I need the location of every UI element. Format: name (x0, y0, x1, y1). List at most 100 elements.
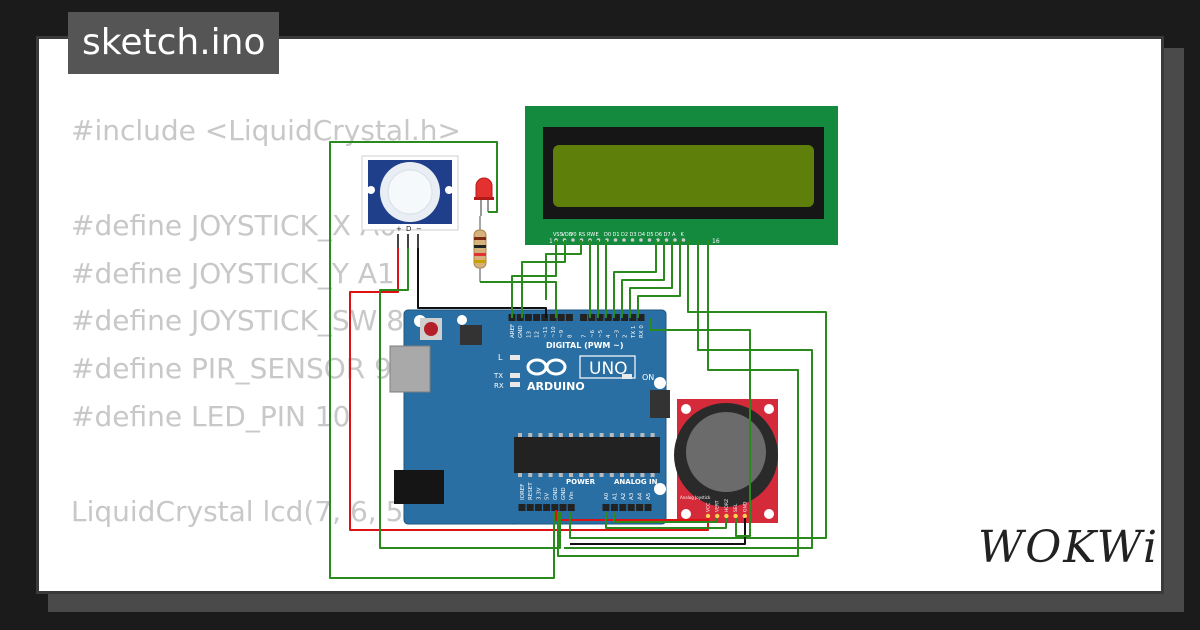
code-line: #define JOYSTICK_SW 8 (71, 304, 405, 338)
arduino-model: UNO (589, 359, 628, 379)
joystick-pin (715, 513, 720, 519)
lcd-pin-label: D1 (613, 232, 620, 238)
chip-pin (650, 433, 655, 437)
joystick-pin-label: VERT (715, 500, 721, 512)
digital-pin (629, 314, 637, 321)
analog-pin (610, 504, 618, 511)
wires (329, 141, 827, 579)
led-l (510, 355, 520, 360)
lcd-pin-label: RS (579, 232, 586, 238)
chip-pin (579, 433, 584, 437)
power-pin (543, 504, 551, 511)
digital-pin (580, 314, 588, 321)
digital-pin-label: ~3 (614, 329, 620, 338)
chip-pin (640, 473, 645, 477)
chip-pin (548, 473, 553, 477)
arduino-logo-icon (526, 358, 567, 376)
digital-pin-label: AREF (510, 324, 516, 338)
usb-port (389, 345, 431, 393)
lcd-pin-label: E (596, 232, 599, 238)
digital-pin-label: ~11 (543, 326, 549, 338)
power-pin-label: 5V (545, 493, 551, 500)
analog-pin (644, 504, 652, 511)
lcd-pin-label: D3 (630, 232, 637, 238)
analog-pin (636, 504, 644, 511)
digital-pin (524, 314, 532, 321)
chip-pin (609, 473, 614, 477)
pir-lens (387, 169, 433, 215)
code-line: #define LED_PIN 10 (71, 399, 351, 433)
chip-pin (620, 473, 624, 477)
lcd-pin-label: A (672, 232, 676, 238)
joystick-pin (733, 513, 738, 519)
digital-pin-label: 8 (567, 334, 573, 338)
lcd-pin (656, 238, 660, 242)
digital-pin-label: 12 (535, 331, 541, 338)
chip-pin (528, 433, 533, 437)
digital-pin-label: 4 (606, 334, 612, 338)
joystick-pin-label: VCC (706, 503, 712, 512)
lcd-pin-label: VSS (553, 232, 563, 238)
pir-pin-gnd: − (416, 225, 422, 233)
digital-pin-label: 13 (526, 331, 532, 338)
sketch-title: sketch.ino (68, 12, 280, 74)
lcd-pin-label: D6 (655, 232, 662, 238)
digital-pin-label: ~5 (598, 329, 604, 338)
power-pin (559, 504, 567, 511)
mount-hole (681, 509, 691, 519)
led-tx (510, 373, 520, 378)
resistor[interactable] (473, 216, 487, 282)
digital-pin-label: 2 (623, 335, 629, 339)
pir-pin-out: D (406, 225, 411, 233)
chip-pin (518, 473, 522, 477)
joystick-pin (705, 513, 711, 519)
digital-pin (621, 314, 629, 321)
digital-pin-label: ~9 (559, 329, 565, 338)
lcd-pin-label: D2 (621, 232, 628, 238)
code-line: #define JOYSTICK_Y A1 (71, 256, 395, 290)
lcd-pin (630, 238, 635, 242)
lcd-pin (571, 238, 575, 242)
joystick-pin (724, 513, 729, 519)
analog-pin-label: A4 (638, 492, 644, 500)
joystick-pin-label: HORZ (724, 499, 730, 512)
lcd-pin-label: D0 (604, 232, 611, 238)
icsp-header (460, 325, 482, 345)
led-tx-label: TX (493, 372, 503, 380)
chip-pin (599, 473, 604, 477)
led-l-label: L (498, 353, 503, 362)
digital-pin (541, 314, 549, 321)
chip-pins (518, 433, 655, 477)
model-box (579, 355, 636, 379)
chip-pin (620, 433, 624, 437)
chip-pin (650, 473, 655, 477)
chip-pin (640, 433, 645, 437)
chip-pin (630, 433, 635, 437)
pir-sensor[interactable]: + D − (361, 155, 459, 248)
chip-pin (528, 473, 533, 477)
digital-pin (637, 314, 645, 321)
joystick-knob (686, 412, 766, 492)
digital-pin (557, 314, 565, 321)
power-pin-label: Vin (569, 491, 575, 500)
chip-pin (569, 433, 573, 437)
power-pin (534, 504, 542, 511)
analog-pin-label: A2 (621, 493, 627, 500)
power-pin-label: GND (553, 487, 559, 500)
lcd-pin (647, 238, 652, 242)
digital-pin-label: TX 1 (631, 326, 637, 339)
digital-pin-label: ~6 (590, 329, 596, 338)
atmega-chip (514, 437, 660, 473)
red-led[interactable] (474, 177, 494, 216)
joystick-pin-label: GND (742, 501, 748, 512)
analog-pin (627, 504, 635, 511)
digital-pin (565, 314, 573, 321)
digital-pin (533, 314, 541, 321)
digital-pin-label: RX 0 (639, 325, 645, 338)
lcd-pin-label: K (681, 232, 685, 238)
